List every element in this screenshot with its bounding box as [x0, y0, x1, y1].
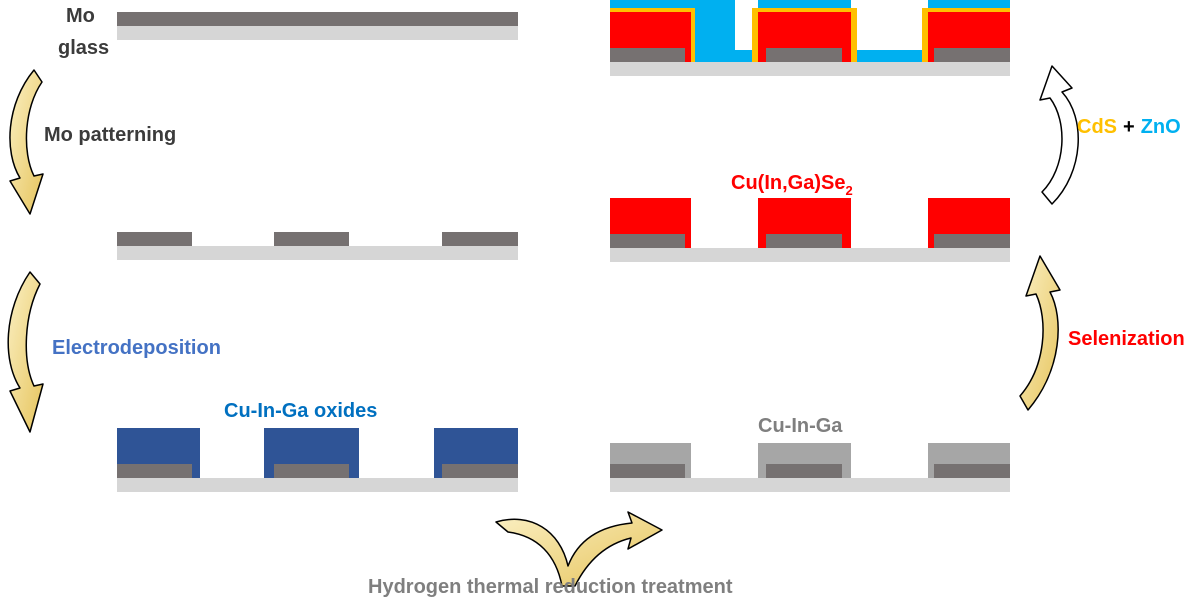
mo-pad-3a	[117, 464, 192, 478]
mo-pad-6a	[610, 48, 685, 62]
step-mo-glass: Mo glass	[58, 5, 518, 59]
glass-substrate-6	[610, 62, 1010, 76]
hydrogen-label: Hydrogen thermal reduction treatment	[368, 576, 733, 598]
glass-substrate-1	[117, 26, 518, 40]
step-mo-patterned	[117, 232, 518, 260]
mo-pad-2a	[117, 232, 192, 246]
oxides-label: Cu-In-Ga oxides	[224, 400, 377, 422]
electrodeposition-label: Electrodeposition	[52, 337, 221, 359]
mo-pad-3c	[442, 464, 518, 478]
mo-pad-5a	[610, 234, 685, 248]
selenization-label: Selenization	[1068, 328, 1185, 350]
glass-substrate-4	[610, 478, 1010, 492]
mo-pad-3b	[274, 464, 349, 478]
cds-label: CdS	[1077, 116, 1117, 138]
curved-arrow-icon-selenization	[1019, 255, 1061, 411]
cigs-layer-device	[610, 12, 1010, 62]
mo-pad-6c	[934, 48, 1010, 62]
mo-pad-5b	[766, 234, 842, 248]
cigs-label-main: Cu(In,Ga)Se	[731, 172, 845, 194]
step-oxides: Cu-In-Ga oxides	[117, 400, 518, 492]
zno-label: ZnO	[1141, 116, 1181, 138]
mo-pad-2c	[442, 232, 518, 246]
glass-substrate-5	[610, 248, 1010, 262]
step-device	[610, 0, 1010, 76]
cigs-label: Cu(In,Ga)Se2	[731, 172, 853, 198]
mo-pad-2b	[274, 232, 349, 246]
mo-pad-5c	[934, 234, 1010, 248]
curved-arrow-icon-mo-patterning	[9, 69, 44, 215]
mo-layer-full	[117, 12, 518, 26]
metal-label: Cu-In-Ga	[758, 415, 843, 437]
curved-arrow-icon-electrodeposition	[7, 271, 44, 433]
mo-patterning-label: Mo patterning	[44, 124, 176, 146]
cigs-label-subscript: 2	[845, 183, 852, 198]
curved-arrow-icon-hydrogen	[495, 511, 663, 587]
glass-substrate-2	[117, 246, 518, 260]
mo-pad-4a	[610, 464, 685, 478]
plus-label: +	[1123, 116, 1135, 138]
step-metal: Cu-In-Ga	[610, 415, 1010, 492]
mo-pad-4b	[766, 464, 842, 478]
glass-label: glass	[58, 37, 109, 59]
mo-pad-4c	[934, 464, 1010, 478]
mo-label: Mo	[66, 5, 95, 27]
window-layers-label: CdS + ZnO	[1077, 116, 1181, 138]
glass-substrate-3	[117, 478, 518, 492]
mo-pad-6b	[766, 48, 842, 62]
step-cigs: Cu(In,Ga)Se2	[610, 172, 1010, 262]
curved-arrow-icon-window-layers	[1039, 65, 1079, 205]
